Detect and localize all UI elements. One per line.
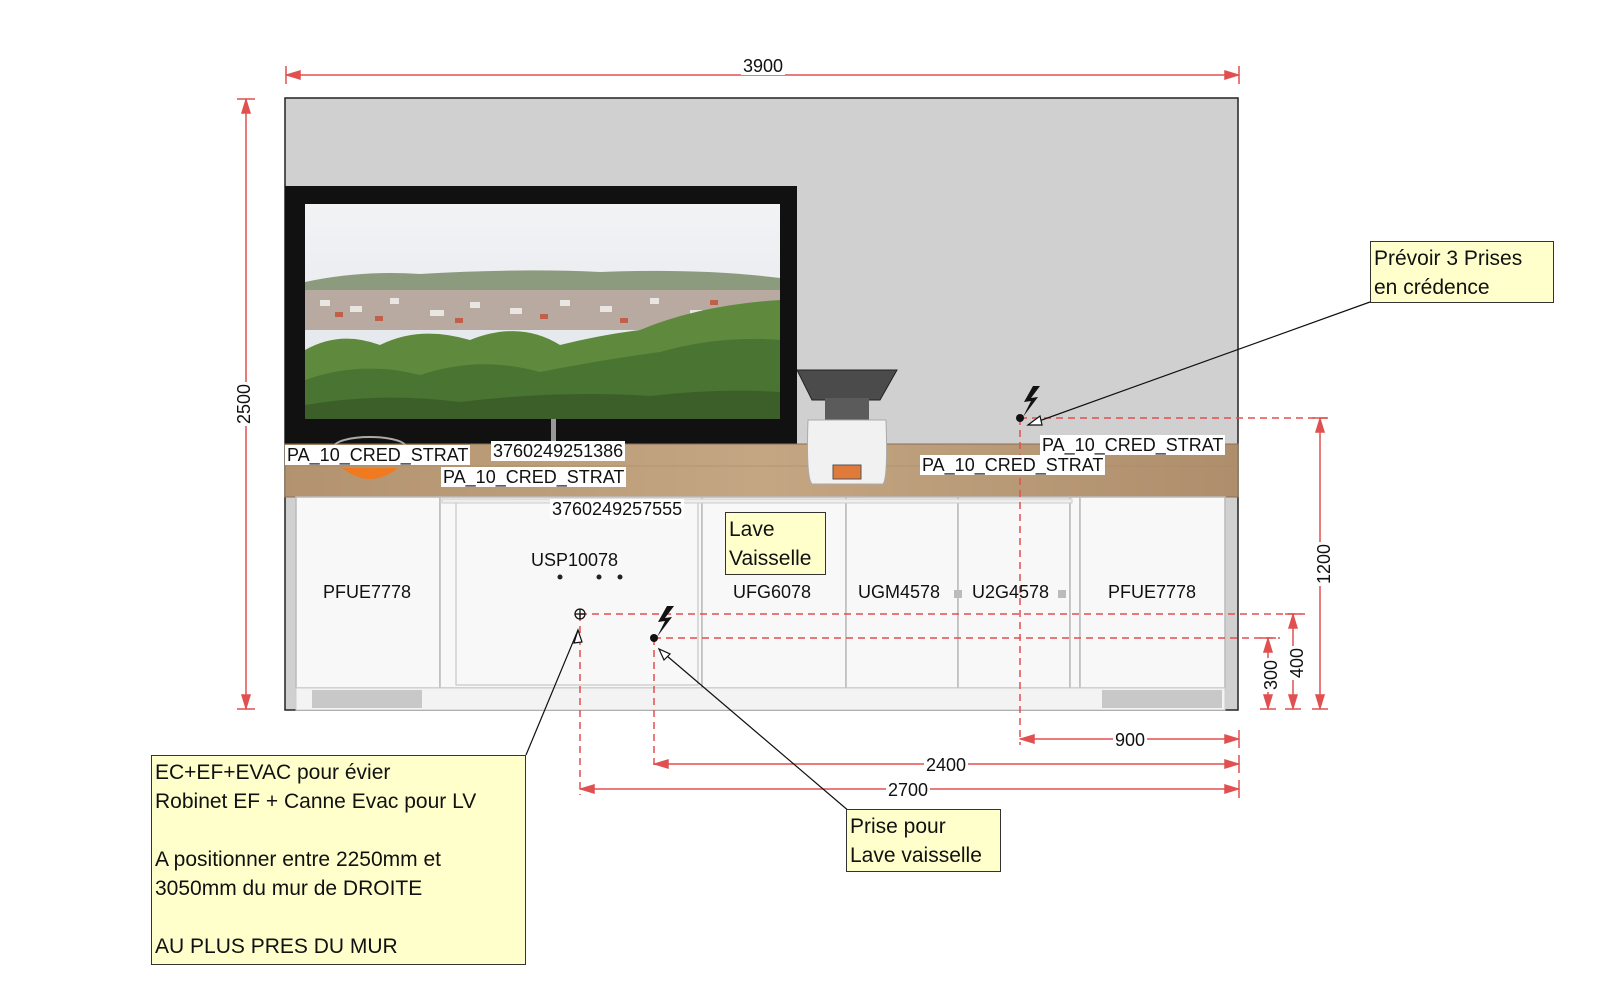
dimension-2400: 2400 bbox=[924, 755, 969, 775]
product-code-1: 3760249251386 bbox=[491, 441, 626, 461]
dimension-900: 900 bbox=[1113, 730, 1148, 750]
dimension-2700: 2700 bbox=[886, 780, 931, 800]
electric-outlet-icon bbox=[1016, 386, 1040, 422]
credence-ref-left-1: PA_10_CRED_STRAT bbox=[285, 445, 471, 465]
credence-ref-left-2: PA_10_CRED_STRAT bbox=[441, 467, 627, 487]
note-evier: EC+EF+EVAC pour évier Robinet EF + Canne… bbox=[151, 755, 526, 965]
cabinet-label-sink: USP10078 bbox=[531, 550, 619, 570]
cabinet-label-right: PFUE7778 bbox=[1108, 582, 1197, 602]
note-prises-credence-line-1: Prévoir 3 Prises bbox=[1374, 247, 1523, 270]
food-processor bbox=[796, 369, 898, 485]
cabinet-label-ufg: UFG6078 bbox=[733, 582, 812, 602]
window-frame bbox=[285, 186, 797, 444]
credence-ref-right-1: PA_10_CRED_STRAT bbox=[1040, 435, 1226, 455]
dimension-height-300: 300 bbox=[1261, 657, 1282, 693]
note-lave-vaisselle: Lave Vaisselle bbox=[725, 512, 826, 575]
note-prise-lave-vaisselle: Prise pour Lave vaisselle bbox=[846, 809, 1001, 872]
note-evier-line-4: A positionner entre 2250mm et bbox=[155, 848, 442, 871]
sink-markers bbox=[557, 574, 623, 580]
cabinet-label-u2g: U2G4578 bbox=[972, 582, 1050, 602]
dimension-overall-height: 2500 bbox=[234, 381, 255, 427]
water-connection-icon bbox=[574, 608, 586, 620]
cabinet-label-left: PFUE7778 bbox=[323, 582, 412, 602]
faucet bbox=[551, 419, 556, 447]
cabinet-label-ugm: UGM4578 bbox=[858, 582, 941, 602]
note-prises-credence-line-2: en crédence bbox=[1374, 276, 1490, 299]
note-evier-line-3 bbox=[155, 816, 522, 845]
note-evier-line-1: EC+EF+EVAC pour évier bbox=[155, 761, 391, 784]
credence-ref-right-2: PA_10_CRED_STRAT bbox=[920, 455, 1106, 475]
dimension-height-1200: 1200 bbox=[1314, 541, 1335, 587]
plinth bbox=[295, 687, 1226, 711]
note-prise-lv-line-2: Lave vaisselle bbox=[850, 844, 982, 867]
base-cabinets bbox=[295, 496, 1226, 689]
note-lave-vaisselle-line-1: Lave bbox=[729, 518, 775, 541]
note-evier-line-7: AU PLUS PRES DU MUR bbox=[155, 935, 398, 958]
dimension-overall-width: 3900 bbox=[741, 56, 786, 76]
note-prises-credence: Prévoir 3 Prises en crédence bbox=[1370, 241, 1554, 303]
product-code-2: 3760249257555 bbox=[550, 499, 685, 519]
electric-outlet-icon bbox=[650, 606, 674, 642]
note-evier-line-6 bbox=[155, 903, 522, 932]
dimension-height-400: 400 bbox=[1287, 645, 1308, 681]
note-evier-line-5: 3050mm du mur de DROITE bbox=[155, 877, 423, 900]
note-prise-lv-line-1: Prise pour bbox=[850, 815, 946, 838]
note-evier-line-2: Robinet EF + Canne Evac pour LV bbox=[155, 790, 477, 813]
leader-lines bbox=[525, 301, 1371, 813]
note-lave-vaisselle-line-2: Vaisselle bbox=[729, 547, 812, 570]
